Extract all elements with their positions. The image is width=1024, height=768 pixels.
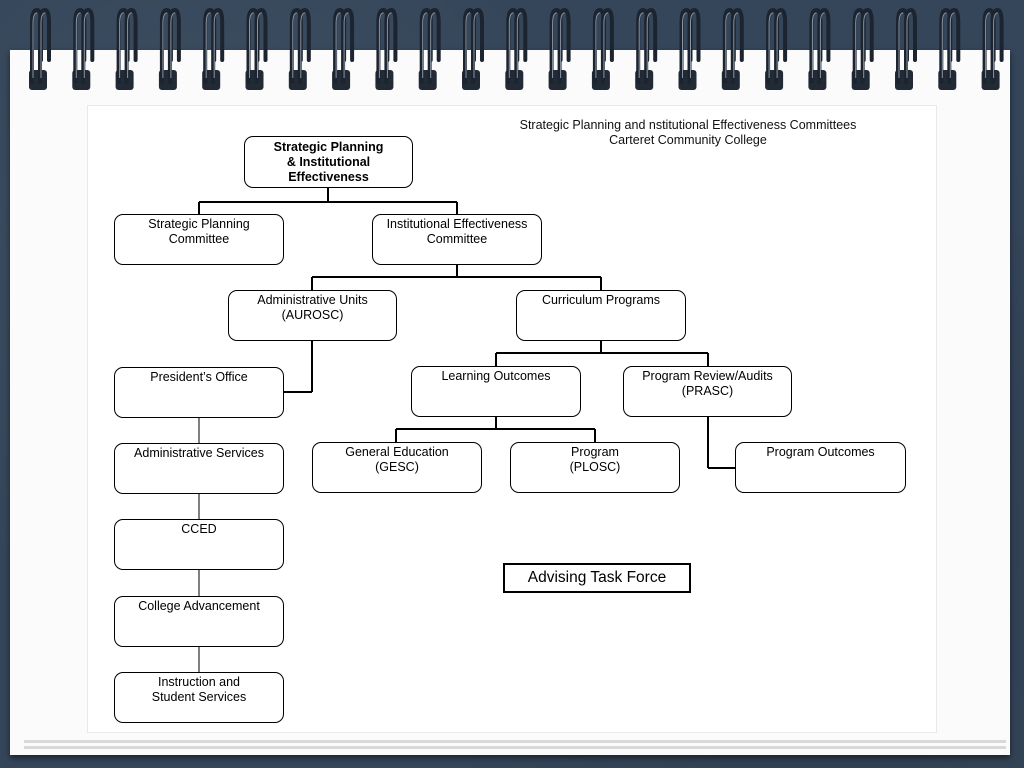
org-chart-connectors	[198, 188, 735, 672]
node-presidents-office: President’s Office	[114, 367, 284, 418]
node-learning-outcomes: Learning Outcomes	[411, 366, 581, 417]
node-program-review: Program Review/Audits (PRASC)	[623, 366, 792, 417]
advising-task-force-box: Advising Task Force	[503, 563, 691, 593]
title-line-2: Carteret Community College	[609, 133, 767, 147]
node-program-outcomes: Program Outcomes	[735, 442, 906, 493]
page-edge-line	[24, 746, 1006, 749]
node-ie-committee: Institutional Effectiveness Committee	[372, 214, 542, 265]
node-college-advancement: College Advancement	[114, 596, 284, 647]
node-administrative-services: Administrative Services	[114, 443, 284, 494]
slide: Strategic Planning and nstitutional Effe…	[88, 106, 936, 732]
node-strategic-planning-committee: Strategic Planning Committee	[114, 214, 284, 265]
node-cced: CCED	[114, 519, 284, 570]
node-general-education: General Education (GESC)	[312, 442, 482, 493]
node-administrative-units: Administrative Units (AUROSC)	[228, 290, 397, 341]
title-line-1: Strategic Planning and nstitutional Effe…	[519, 118, 857, 132]
node-instruction-student-services: Instruction and Student Services	[114, 672, 284, 723]
node-curriculum-programs: Curriculum Programs	[516, 290, 686, 341]
node-strategic-planning-ie: Strategic Planning & Institutional Effec…	[244, 136, 413, 188]
diagram-title: Strategic Planning and nstitutional Effe…	[508, 118, 868, 148]
page-edge-line	[24, 740, 1006, 743]
node-program: Program (PLOSC)	[510, 442, 680, 493]
